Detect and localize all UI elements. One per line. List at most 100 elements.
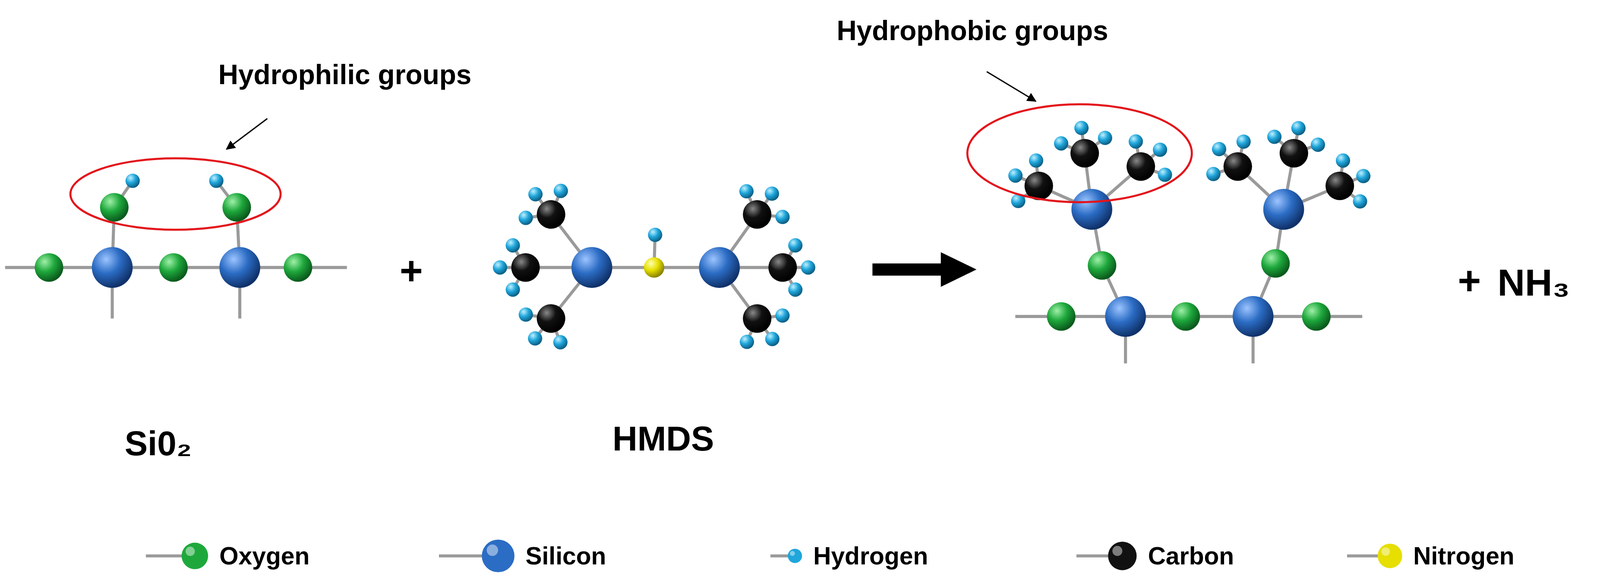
atom-ball xyxy=(1171,302,1200,331)
legend-sample xyxy=(145,535,210,577)
legend-item: Silicon xyxy=(438,535,607,577)
atom-ball xyxy=(505,282,521,297)
atom-ball xyxy=(801,260,816,275)
atom-ball xyxy=(1008,168,1023,183)
legend-highlight xyxy=(789,551,796,557)
legend-sample xyxy=(438,535,516,577)
atom-ball xyxy=(698,247,740,289)
atom-ball xyxy=(1087,251,1117,280)
group-label: Hydrophilic groups xyxy=(218,60,472,89)
atom-ball xyxy=(1054,136,1069,151)
plus-sign: + xyxy=(399,250,423,291)
atom-ball xyxy=(1232,296,1274,338)
atom-ball xyxy=(788,282,803,297)
atom-ball xyxy=(647,227,663,243)
atom-ball xyxy=(91,247,133,289)
atom-ball xyxy=(34,253,64,282)
legend-swatch xyxy=(1107,541,1137,571)
group-label: Hydrophobic groups xyxy=(836,16,1108,45)
reactant-name: HMDS xyxy=(612,421,715,457)
atom-ball xyxy=(528,187,543,202)
legend-sample xyxy=(770,535,804,577)
atom-ball xyxy=(100,192,129,222)
atom-ball xyxy=(1263,189,1305,231)
atom-ball xyxy=(1206,167,1221,182)
atom-ball xyxy=(1028,153,1044,168)
legend-item: Carbon xyxy=(1076,535,1234,577)
legend-sample xyxy=(1347,535,1404,577)
legend-text: Carbon xyxy=(1148,543,1235,569)
atom-ball xyxy=(1325,171,1354,201)
legend-text: Silicon xyxy=(525,543,607,569)
atom-ball xyxy=(1211,142,1227,157)
atom-ball xyxy=(209,173,224,188)
atom-ball xyxy=(219,247,261,289)
plus-sign: + xyxy=(1457,260,1482,301)
atom-ball xyxy=(1152,142,1168,157)
legend-highlight xyxy=(185,546,196,557)
atom-ball xyxy=(1353,194,1368,209)
atom-ball xyxy=(553,183,569,199)
atom-ball xyxy=(571,247,613,289)
reactant-name: Si0₂ xyxy=(124,426,193,461)
atom-ball xyxy=(518,307,534,322)
atom-ball xyxy=(768,253,797,282)
atom-ball xyxy=(1128,134,1143,149)
atom-ball xyxy=(1279,138,1309,168)
atom-ball xyxy=(742,304,772,333)
atom-ball xyxy=(742,200,772,229)
atom-ball xyxy=(1356,168,1371,184)
legend-item: Nitrogen xyxy=(1347,535,1515,577)
atom-ball xyxy=(1302,302,1331,331)
atom-ball xyxy=(643,257,665,278)
atom-ball xyxy=(159,253,188,282)
atom-ball xyxy=(1047,302,1076,331)
atom-ball xyxy=(775,209,790,225)
atom-ball xyxy=(283,253,313,282)
legend-text: Hydrogen xyxy=(813,543,928,569)
atom-ball xyxy=(1310,137,1326,152)
atom-ball xyxy=(492,260,508,275)
legend-item: Oxygen xyxy=(145,535,310,577)
atom-ball xyxy=(775,308,790,323)
atom-ball xyxy=(1104,296,1146,338)
atom-ball xyxy=(222,192,251,222)
atom-ball xyxy=(764,186,780,201)
atom-ball xyxy=(1070,138,1099,168)
legend-swatch xyxy=(1377,543,1403,569)
atom-ball xyxy=(511,253,540,282)
atom-ball xyxy=(1267,129,1282,144)
product-formula: NH₃ xyxy=(1497,263,1570,302)
atom-ball xyxy=(536,304,566,333)
atom-ball xyxy=(739,184,754,199)
atom-ball xyxy=(1223,152,1253,181)
atom-ball xyxy=(1157,167,1172,183)
legend-swatch xyxy=(787,549,802,564)
legend-swatch xyxy=(181,542,209,570)
atom-ball xyxy=(125,173,140,188)
legend-highlight xyxy=(486,544,498,556)
atom-ball xyxy=(1335,153,1351,168)
atom-ball xyxy=(536,200,566,229)
legend-text: Nitrogen xyxy=(1413,543,1515,569)
atom-ball xyxy=(1291,120,1306,136)
atom-ball xyxy=(527,331,543,346)
atom-ball xyxy=(739,334,755,350)
atom-ball xyxy=(1126,152,1156,181)
atom-ball xyxy=(765,331,780,347)
legend-text: Oxygen xyxy=(219,543,310,569)
atom-ball xyxy=(1236,134,1251,149)
atom-ball xyxy=(1261,249,1290,278)
legend-highlight xyxy=(1381,547,1390,557)
legend-item: Hydrogen xyxy=(770,535,928,577)
atom-ball xyxy=(1071,189,1113,231)
atom-ball xyxy=(553,335,568,350)
atom-ball xyxy=(518,210,534,225)
legend-swatch xyxy=(481,539,515,573)
atom-ball xyxy=(505,238,521,253)
atom-ball xyxy=(1074,120,1089,136)
atom-ball xyxy=(788,238,803,253)
legend-sample xyxy=(1076,535,1138,577)
atom-ball xyxy=(1098,130,1113,146)
